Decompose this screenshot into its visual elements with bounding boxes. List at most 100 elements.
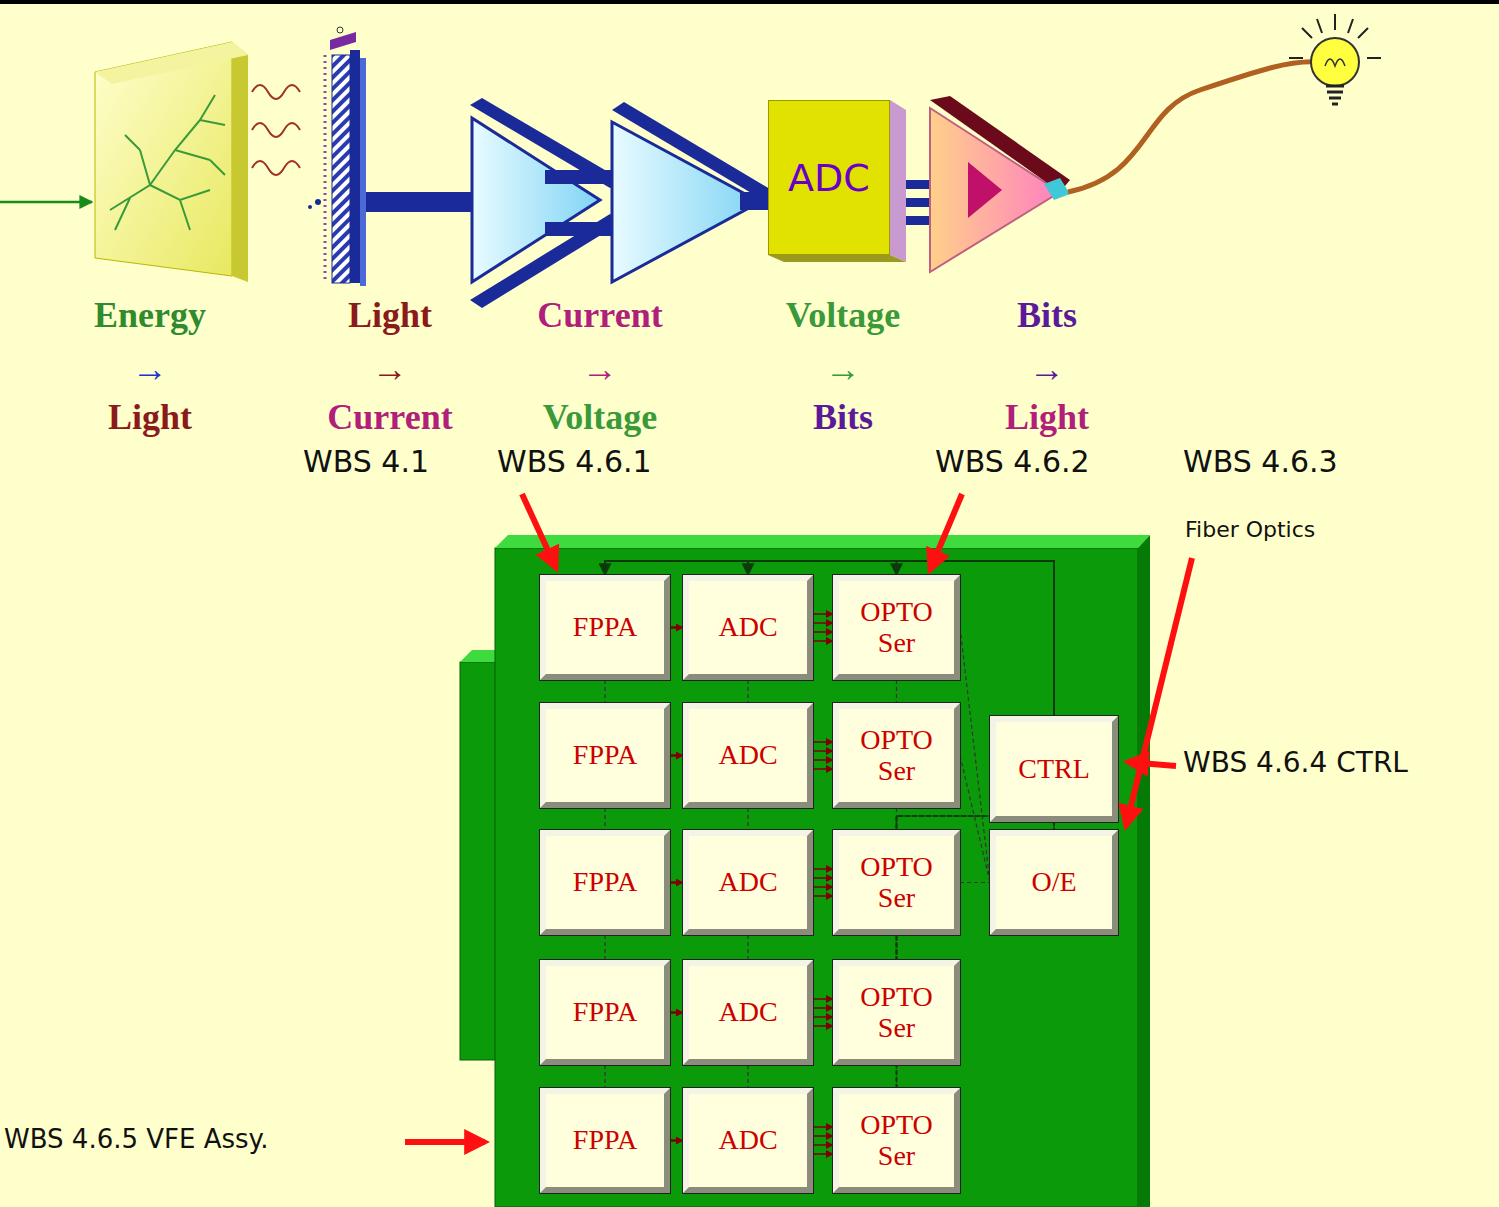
signal-arrow [813,640,833,642]
crystal [95,42,248,282]
particle-arrow [0,201,92,204]
chip-box: CTRL [990,716,1118,822]
signal-arrow [813,741,833,743]
chip-label: ADC [788,156,870,200]
dashed-link [960,628,990,883]
adc-cube [768,100,934,262]
board-back [460,662,500,1060]
conversion-label: Current [327,398,452,438]
diode-tab [330,32,356,50]
chip-label: ADC [718,997,777,1028]
chip-box: OPTO Ser [833,575,960,680]
signal-arrow [813,768,833,770]
signal-arrow [813,1126,833,1128]
leader-arrow [405,1139,485,1145]
chip-box: O/E [990,830,1118,935]
signal-arrow [813,750,833,752]
conversion-label: → [582,350,618,390]
chip-box: ADC [683,575,813,680]
chip-box: FPPA [540,703,670,808]
conversion-label: Energy [94,296,206,336]
chip-box: OPTO Ser [833,960,960,1065]
dashed-link [960,882,990,883]
dashed-link [747,680,748,703]
chip-label: ADC [718,867,777,898]
cube-bottom [768,255,906,262]
optical-fiber [1068,62,1318,192]
chip-label: FPPA [573,1125,637,1156]
shower-tracks [110,95,225,230]
chip-box: ADC [683,830,813,935]
chip-label: FPPA [573,997,637,1028]
bulb-filament [1325,59,1345,66]
conversion-label: Current [537,296,662,336]
chip-label: OPTO Ser [849,597,944,659]
crystal-top [95,42,248,84]
charge-dot [315,199,321,205]
signal-arrow [813,1025,833,1027]
chip-box: ADC [683,1088,813,1193]
chip-box: ADC [683,960,813,1065]
dashed-link [604,680,605,703]
signal-bar [740,192,770,210]
chip-label: OPTO Ser [849,725,944,787]
signal-arrow [813,622,833,624]
chip-label: ADC [718,740,777,771]
chip-box: FPPA [540,575,670,680]
conversion-label: Voltage [786,296,901,336]
wbs-label: WBS 4.6.3 [1183,445,1338,478]
signal-arrow [670,881,683,884]
amp-triangle [612,122,760,282]
signal-arrow [670,1011,683,1014]
conversion-label: → [132,350,168,390]
adc-block: ADC [768,100,890,255]
wbs-label: WBS 4.6.1 [497,445,652,478]
signal-bar [366,192,476,212]
control-line [605,561,1054,716]
leader-arrow [930,494,962,570]
signal-arrow [813,1007,833,1009]
conversion-label: Voltage [543,398,658,438]
signal-arrow [813,895,833,897]
vfe-board [460,535,1150,1207]
board [495,548,1138,1207]
dashed-link [896,680,897,703]
signal-arrow [813,759,833,761]
chip-label: ADC [718,612,777,643]
dashed-link [604,935,605,960]
light-bulb [1289,14,1381,104]
conversion-label: → [825,350,861,390]
dashed-link [604,808,605,830]
dashed-link [604,1065,605,1088]
charge-dot [308,205,312,209]
diode-edge [360,58,366,286]
chip-label: FPPA [573,612,637,643]
amp-triangle [472,118,600,282]
signal-arrow [813,877,833,879]
signal-arrow [813,613,833,615]
conversion-label: Light [348,296,432,336]
leader-arrow [1126,558,1192,826]
dashed-link [747,808,748,830]
chip-box: OPTO Ser [833,1088,960,1193]
amplifiers [366,98,775,308]
light-wave [252,123,300,137]
photodiode [308,27,366,286]
signal-arrow [813,1016,833,1018]
conversion-label: Light [108,398,192,438]
top-rule [0,0,1499,4]
window-line [324,55,327,280]
signal-arrow [813,1144,833,1146]
chip-label: FPPA [573,740,637,771]
diode-plate [350,50,360,283]
dashed-link [747,935,748,960]
chip-box: FPPA [540,960,670,1065]
wbs-label: WBS 4.6.4 CTRL [1183,748,1408,779]
signal-arrow [813,1135,833,1137]
bulb-base [1326,86,1344,104]
wbs-label: WBS 4.6.2 [935,445,1090,478]
chip-box: OPTO Ser [833,830,960,935]
chip-label: FPPA [573,867,637,898]
board-side [1138,535,1150,1207]
